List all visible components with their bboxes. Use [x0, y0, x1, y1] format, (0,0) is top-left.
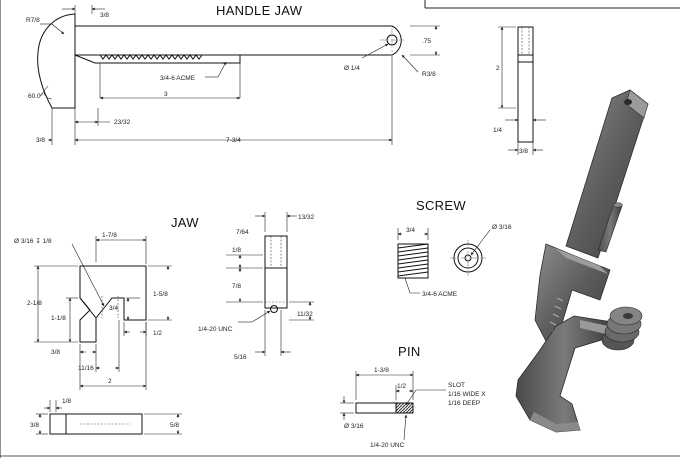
dim-hole-14: Ø 1/4 [344, 65, 360, 72]
dim-jaw-side-1132: 11/32 [297, 311, 313, 318]
dim-jaw-38-left: 3/8 [30, 422, 39, 429]
dim-jaw-38: 3/8 [51, 349, 60, 356]
dim-jaw-side-516: 5/16 [234, 354, 247, 361]
dim-jaw-side-unc: 1/4-20 UNC [198, 326, 233, 333]
title-handle-jaw: HANDLE JAW [216, 3, 303, 18]
dim-jaw-side-78: 7/8 [232, 283, 241, 290]
dim-2332: 23/32 [114, 119, 131, 126]
jaw-front-view: Ø 3/16 ↧ 1/8 1-7/8 2-1/8 1-5/8 3/4 1-1/8… [14, 232, 172, 390]
dim-screw-34: 3/4 [406, 227, 415, 234]
screw-views: 3/4 Ø 3/16 3/4-6 ACME [397, 224, 512, 298]
title-pin: PIN [398, 344, 421, 359]
dim-pin-diam: Ø 3/16 [344, 423, 364, 430]
dim-screw-hole: Ø 3/16 [492, 224, 512, 231]
dim-38-bottom: 3/8 [36, 137, 45, 144]
dim-jaw-2: 2 [108, 378, 112, 385]
handle-jaw-front-view: R7/8 3/8 .75 Ø 1/4 3/4-6 ACME R3/8 60.0°… [26, 5, 440, 145]
screw-end-view [450, 229, 491, 276]
dim-screw-acme: 3/4-6 ACME [422, 291, 458, 298]
dim-r78: R7/8 [26, 17, 40, 24]
dim-jaw-18: 1/8 [62, 398, 71, 405]
dim-38-top: 3/8 [100, 12, 109, 19]
dim-pin-unc: 1/4-20 UNC [370, 442, 405, 449]
dim-jaw-1-58: 1-5/8 [153, 291, 168, 298]
jaw-bottom-view: 1/8 3/8 5/8 [30, 398, 182, 435]
handle-jaw-side-view: 2 1/4 3/8 [493, 26, 546, 155]
dim-jaw-12: 1/2 [153, 330, 162, 337]
jaw-side-view: 7/64 13/32 1/8 7/8 1/4-20 UNC 11/32 5/16 [198, 212, 315, 361]
dim-jaw-1-18: 1-1/8 [51, 315, 66, 322]
dim-side-38: 3/8 [519, 148, 528, 155]
dim-r38: R3/8 [422, 71, 436, 78]
dim-jaw-side-1332: 13/32 [298, 214, 315, 221]
dim-pin-1-38: 1-3/8 [374, 367, 389, 374]
dim-75: .75 [422, 38, 431, 45]
dim-side-2: 2 [496, 65, 500, 72]
dim-side-14: 1/4 [493, 127, 502, 134]
acme-rack-teeth [99, 54, 203, 60]
wrench-3d-rendering [515, 89, 649, 433]
dim-angle: 60.0° [28, 92, 44, 100]
dim-jaw-2-18: 2-1/8 [27, 300, 42, 307]
dim-pin-slot-2: 1/16 WIDE X [448, 391, 486, 398]
screw-side-view [397, 228, 429, 294]
dim-734: 7-3/4 [226, 137, 241, 144]
dim-jaw-1116: 11/16 [78, 365, 94, 372]
dim-pin-12: 1/2 [397, 383, 406, 390]
dim-jaw-side-764: 7/64 [236, 229, 249, 236]
dim-jaw-1-78: 1-7/8 [102, 232, 117, 239]
dim-jaw-58: 5/8 [170, 422, 179, 429]
title-jaw: JAW [171, 215, 199, 230]
title-screw: SCREW [416, 198, 466, 213]
dim-3: 3 [164, 91, 168, 98]
pin-3d [597, 202, 623, 253]
pin-view: 1-3/8 1/2 SLOT 1/16 WIDE X 1/16 DEEP Ø 3… [340, 367, 486, 449]
dim-acme: 3/4-6 ACME [160, 75, 196, 82]
dim-jaw-side-18: 1/8 [232, 247, 241, 254]
screw-3d [601, 306, 643, 351]
dim-pin-slot-1: SLOT [448, 382, 465, 389]
dim-pin-slot-3: 1/16 DEEP [448, 400, 480, 407]
dim-jaw-34: 3/4 [109, 305, 118, 312]
dim-jaw-hole: Ø 3/16 ↧ 1/8 [14, 237, 52, 245]
